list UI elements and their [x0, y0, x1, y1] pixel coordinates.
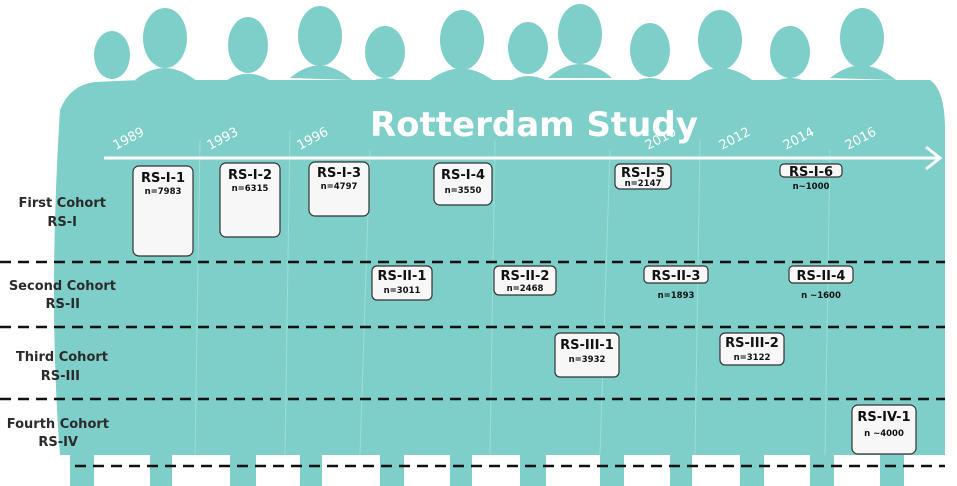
wave-label: RS-IV-1	[857, 410, 910, 425]
wave-label: RS-I-1	[141, 171, 185, 186]
wave-box-rs-ii-1: RS-II-1 n=3011	[371, 265, 433, 301]
wave-box-rs-ii-4: RS-II-4 n ~1600	[788, 265, 854, 301]
wave-box-rs-i-2: RS-I-2 n=6315	[219, 162, 281, 238]
cohort-label-third-name: Third Cohort	[16, 350, 108, 365]
cohort-separators	[0, 260, 945, 468]
wave-box-rs-iii-2: RS-III-2 n=3122	[719, 332, 785, 366]
cohort-label-second-name: Second Cohort	[9, 279, 116, 294]
wave-count: n=3550	[445, 186, 482, 196]
wave-count: n=2468	[507, 284, 544, 294]
wave-count: n ~4000	[864, 429, 904, 439]
wave-boxes: RS-I-1 n=7983 RS-I-2 n=6315 RS-I-3 n=479…	[132, 161, 917, 455]
wave-box-rs-i-3: RS-I-3 n=4797	[308, 161, 370, 217]
wave-count: n=3932	[569, 355, 606, 365]
cohort-label-first-name: First Cohort	[18, 196, 106, 211]
wave-count: n=4797	[321, 182, 358, 192]
year-labels: 1989 1993 1996 2010 2012 2014 2016	[111, 125, 879, 154]
wave-count: n=2147	[625, 179, 662, 189]
cohort-label-third-code: RS-III	[41, 369, 80, 384]
cohort-label-first-code: RS-I	[47, 215, 77, 230]
wave-label: RS-II-1	[378, 269, 427, 284]
wave-box-rs-ii-3: RS-II-3 n=1893	[643, 265, 709, 301]
wave-count: n=6315	[232, 184, 269, 194]
wave-label: RS-I-2	[228, 168, 272, 183]
wave-count: n ~1600	[801, 291, 841, 301]
wave-label: RS-II-3	[652, 269, 701, 284]
wave-count: n~1000	[793, 182, 830, 192]
wave-count: n=3122	[734, 353, 771, 363]
wave-label: RS-I-5	[621, 166, 665, 181]
wave-label: RS-I-4	[441, 168, 485, 183]
wave-count: n=1893	[658, 291, 695, 301]
wave-label: RS-III-2	[725, 336, 779, 351]
cohort-label-fourth-code: RS-IV	[38, 435, 78, 450]
wave-label: RS-II-4	[797, 269, 846, 284]
wave-box-rs-i-6: RS-I-6 n~1000	[779, 163, 843, 192]
wave-count: n=7983	[145, 187, 182, 197]
cohort-labels: First Cohort RS-I Second Cohort RS-II Th…	[7, 196, 116, 450]
wave-count: n=3011	[384, 286, 421, 296]
wave-box-rs-iv-1: RS-IV-1 n ~4000	[851, 404, 917, 455]
cohort-label-second-code: RS-II	[46, 297, 80, 312]
wave-box-rs-ii-2: RS-II-2 n=2468	[493, 265, 557, 296]
wave-box-rs-i-5: RS-I-5 n=2147	[614, 163, 672, 190]
cohort-label-fourth-name: Fourth Cohort	[7, 417, 109, 432]
study-title: Rotterdam Study	[370, 105, 698, 145]
wave-label: RS-I-3	[317, 166, 361, 181]
wave-box-rs-iii-1: RS-III-1 n=3932	[554, 332, 620, 378]
wave-label: RS-II-2	[501, 269, 550, 284]
wave-box-rs-i-1: RS-I-1 n=7983	[132, 165, 194, 257]
wave-label: RS-I-6	[789, 165, 833, 180]
wave-label: RS-III-1	[560, 338, 614, 353]
wave-box-rs-i-4: RS-I-4 n=3550	[433, 162, 493, 206]
timeline-arrow	[104, 145, 943, 171]
